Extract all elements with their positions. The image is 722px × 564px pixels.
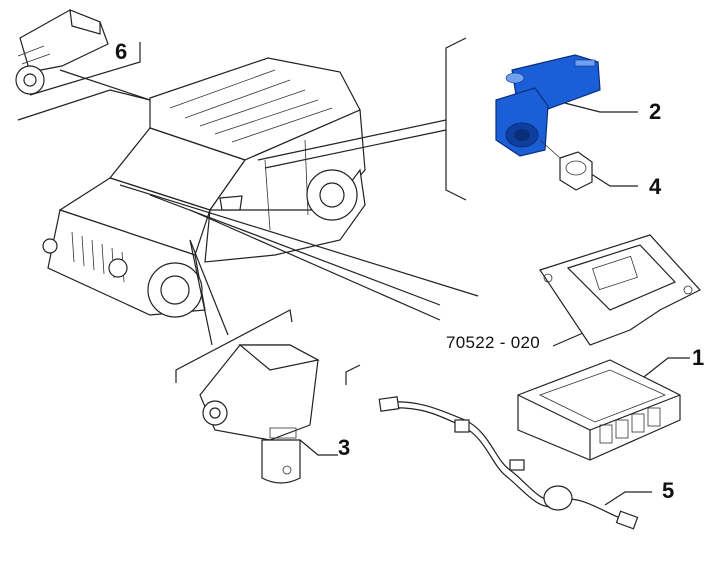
- part-6-sensor: [15, 9, 109, 95]
- vehicle-illustration: [42, 57, 366, 318]
- callout-4: 4: [649, 174, 662, 199]
- part-2-sensor-highlighted: [495, 54, 601, 157]
- part-3-impact-sensor: [199, 344, 320, 484]
- part-code-label: 70522 - 020: [446, 333, 541, 352]
- mounting-bracket-70522-020: [539, 234, 701, 346]
- callout-1: 1: [692, 345, 705, 370]
- callout-5: 5: [662, 478, 675, 503]
- part-1-control-unit: [517, 359, 681, 461]
- part-5-wiring-harness: [378, 396, 639, 530]
- callout-3: 3: [338, 435, 351, 460]
- callout-2: 2: [649, 99, 662, 124]
- part-4-nut: [539, 139, 593, 191]
- callout-6: 6: [115, 39, 128, 64]
